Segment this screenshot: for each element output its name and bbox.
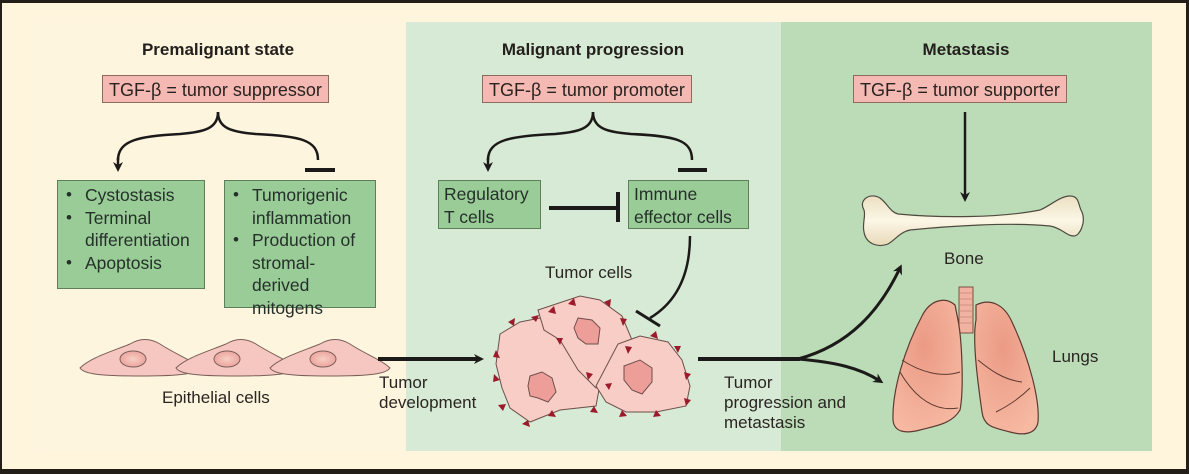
regulatory-t-cells-box: Regulatory T cells (438, 180, 541, 229)
bone-label: Bone (944, 249, 984, 268)
brace-malignant (486, 111, 694, 161)
tumor-progression-label: Tumor progression and metastasis (724, 373, 846, 432)
immune-inhibit-curve (649, 235, 692, 320)
tumor-spikes (493, 298, 691, 427)
epithelial-cell (269, 339, 391, 377)
arrow-to-lungs (797, 357, 884, 384)
promoted-effects-box: Cystostasis Terminal differentiation Apo… (57, 180, 205, 289)
tgf-role-box-malignant: TGF-β = tumor promoter (482, 75, 692, 103)
immune-inhibit-bar (635, 309, 661, 328)
tumor-development-label: Tumor development (379, 373, 477, 412)
lungs-label: Lungs (1052, 347, 1099, 366)
effect-item: Terminal differentiation (66, 207, 200, 252)
stage-title-malignant: Malignant progression (501, 40, 685, 59)
epithelial-cells (79, 339, 391, 377)
immune-effector-cells-box: Immune effector cells (628, 180, 749, 229)
tumor-cells (493, 295, 691, 427)
effect-item: Tumorigenic inflammation (233, 184, 371, 229)
effect-item: Apoptosis (66, 252, 200, 275)
epithelial-cells-label: Epithelial cells (162, 388, 270, 407)
effect-item: Production of stromal-derived mitogens (233, 229, 371, 319)
bone-illustration (861, 195, 1084, 247)
stage-title-premalignant: Premalignant state (141, 40, 295, 59)
tumor-cells-label: Tumor cells (545, 263, 633, 282)
lungs-illustration (892, 286, 1039, 435)
brace-premalignant (116, 111, 320, 161)
tumor-cell (595, 335, 691, 413)
epithelial-cell (79, 339, 201, 377)
inhibited-effects-box: Tumorigenic inflammation Production of s… (224, 180, 376, 318)
arrow-to-bone (797, 264, 902, 361)
epithelial-cell (175, 339, 297, 377)
tgf-role-box-premalignant: TGF-β = tumor suppressor (102, 75, 329, 103)
tgf-role-box-metastasis: TGF-β = tumor supporter (853, 75, 1067, 103)
stage-title-metastasis: Metastasis (922, 40, 1010, 59)
effect-item: Cystostasis (66, 184, 200, 207)
